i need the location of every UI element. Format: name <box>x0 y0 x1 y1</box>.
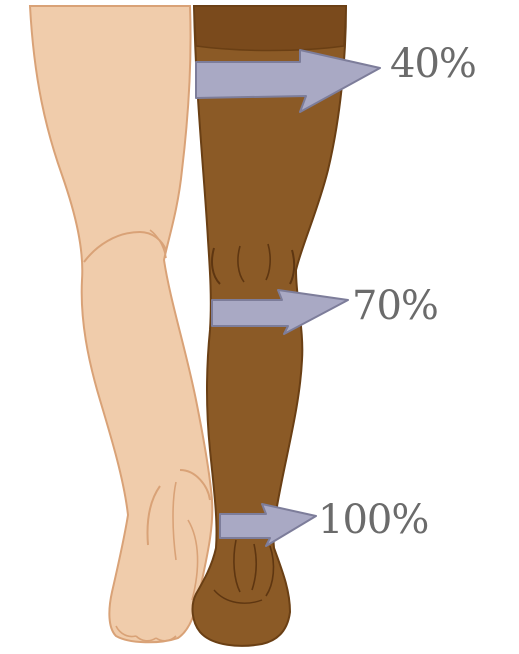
compression-label-ankle: 100% <box>318 500 428 540</box>
bare-leg <box>30 6 212 642</box>
compression-label-knee: 70% <box>352 286 438 326</box>
compression-label-thigh: 40% <box>390 44 476 84</box>
